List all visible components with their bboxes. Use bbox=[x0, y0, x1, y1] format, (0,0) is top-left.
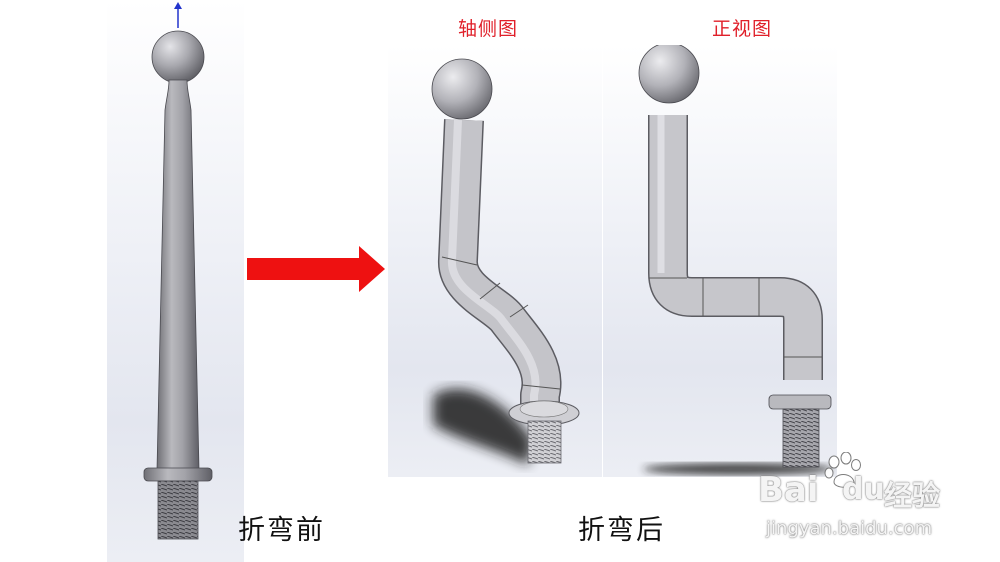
watermark-brand-bai: Bai bbox=[758, 470, 819, 510]
axis-indicator-icon bbox=[174, 2, 182, 28]
ball-tip bbox=[638, 45, 700, 104]
drop-shadow bbox=[433, 388, 533, 465]
watermark-brand-du: du bbox=[842, 472, 885, 507]
ball-tip bbox=[151, 30, 205, 84]
caption-before-bend: 折弯前 bbox=[238, 515, 325, 546]
bent-rod-front-model bbox=[638, 45, 833, 475]
front-view-viewport bbox=[603, 45, 837, 477]
flange bbox=[143, 467, 213, 482]
right-arrow-icon bbox=[247, 246, 385, 292]
bent-tube bbox=[649, 115, 822, 380]
watermark-brand-cn: 经验 bbox=[884, 479, 941, 512]
threaded-end bbox=[782, 408, 820, 468]
iso-view-viewport bbox=[388, 45, 602, 477]
threaded-end bbox=[157, 480, 199, 540]
ball-tip bbox=[431, 58, 493, 120]
front-view-title: 正视图 bbox=[712, 18, 773, 40]
bent-tube bbox=[439, 119, 560, 414]
baidu-jingyan-watermark: Bai du 经验 jingyan.baidu.com bbox=[758, 452, 958, 552]
caption-after-bend: 折弯后 bbox=[578, 515, 665, 546]
tapered-shaft bbox=[156, 79, 200, 471]
flange bbox=[768, 394, 832, 410]
straight-rod-model bbox=[143, 2, 213, 540]
threaded-end bbox=[527, 420, 562, 464]
iso-view-title: 轴侧图 bbox=[458, 18, 519, 40]
paw-icon bbox=[824, 452, 861, 488]
bent-rod-iso-model bbox=[431, 58, 580, 465]
before-bend-viewport bbox=[107, 0, 244, 562]
watermark-url: jingyan.baidu.com bbox=[766, 518, 933, 539]
